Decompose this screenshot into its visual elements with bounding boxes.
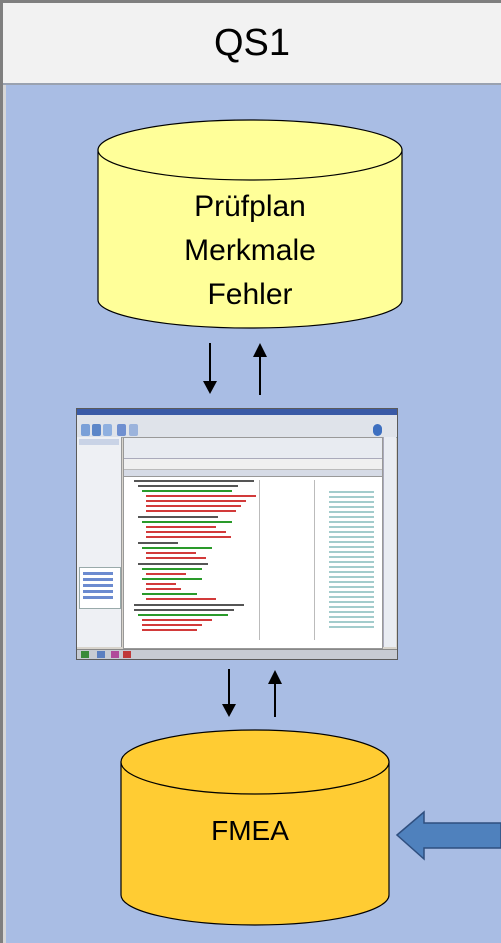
sidebar-header — [79, 439, 119, 445]
tree-row — [142, 593, 197, 595]
tree-row — [146, 510, 236, 512]
sidebar-list — [79, 567, 121, 609]
tree-row — [142, 568, 202, 570]
tree-row — [146, 588, 181, 590]
database-bottom-label: FMEA — [211, 815, 289, 846]
tree-row — [146, 531, 226, 533]
tree-row — [146, 500, 246, 502]
start-icon — [81, 651, 89, 658]
sidebar-item — [83, 590, 113, 593]
label-line-merkmale: Merkmale — [184, 234, 316, 267]
tree-row — [146, 505, 241, 507]
app-logo-icon — [373, 424, 382, 436]
sidebar-item — [83, 584, 113, 587]
tree-row — [138, 542, 178, 544]
page-title: QS1 — [213, 21, 291, 64]
taskbar-icon — [123, 651, 131, 658]
sidebar-item — [83, 578, 113, 581]
tree-row — [146, 536, 231, 538]
app-titlebar — [77, 409, 397, 415]
tree-row — [146, 583, 176, 585]
tree-row — [146, 526, 216, 528]
status-column — [329, 488, 374, 628]
label-line-pruefplan: Prüfplan — [194, 190, 306, 223]
arrow-down-top — [203, 343, 217, 394]
database-bottom-cylinder — [120, 729, 390, 926]
label-line-fehler: Fehler — [207, 278, 293, 311]
column-divider — [314, 480, 315, 640]
toolbar-icon — [103, 424, 112, 436]
tree-row — [138, 563, 208, 565]
taskbar-icon — [111, 651, 119, 658]
app-toolbar — [77, 415, 397, 438]
tree-row — [142, 521, 232, 523]
database-top-cylinder — [97, 119, 403, 329]
external-input-arrow — [395, 810, 501, 861]
tree-row — [146, 598, 216, 600]
tree-row — [134, 604, 244, 606]
tree-row — [134, 480, 254, 482]
database-top-label: Prüfplan Merkmale Fehler — [140, 185, 360, 317]
tree-row — [138, 516, 218, 518]
tree-row — [142, 547, 212, 549]
tree-row — [138, 614, 228, 616]
arrow-up-top — [253, 343, 267, 395]
app-right-toolbar — [383, 437, 396, 647]
column-header — [124, 470, 382, 477]
tree-row — [146, 557, 206, 559]
arrow-up-bottom — [268, 670, 282, 717]
header-bar: QS1 — [3, 3, 501, 85]
column-divider — [259, 480, 260, 640]
tree-row — [142, 624, 202, 626]
toolbar-icon — [92, 424, 101, 436]
taskbar-icon — [97, 651, 105, 658]
toolbar-icon — [129, 424, 138, 436]
tree-row — [142, 629, 197, 631]
tab-strip — [124, 459, 382, 470]
tree-row — [146, 573, 186, 575]
tree-row — [146, 495, 256, 497]
app-sidebar — [77, 437, 122, 647]
tree-row — [142, 619, 212, 621]
application-screenshot — [76, 408, 398, 660]
sidebar-item — [83, 596, 113, 599]
tree-row — [146, 552, 196, 554]
toolbar-icon — [117, 424, 126, 436]
arrow-down-bottom — [222, 669, 236, 717]
tree-row — [142, 578, 202, 580]
tree-row — [138, 485, 238, 487]
filter-bar — [124, 438, 382, 459]
tree-row — [134, 609, 234, 611]
toolbar-icon — [81, 424, 90, 436]
sidebar-item — [83, 572, 113, 575]
app-main-tree — [123, 437, 383, 649]
app-taskbar — [77, 649, 397, 659]
tree-row — [142, 490, 232, 492]
panel-left-edge — [3, 85, 6, 943]
